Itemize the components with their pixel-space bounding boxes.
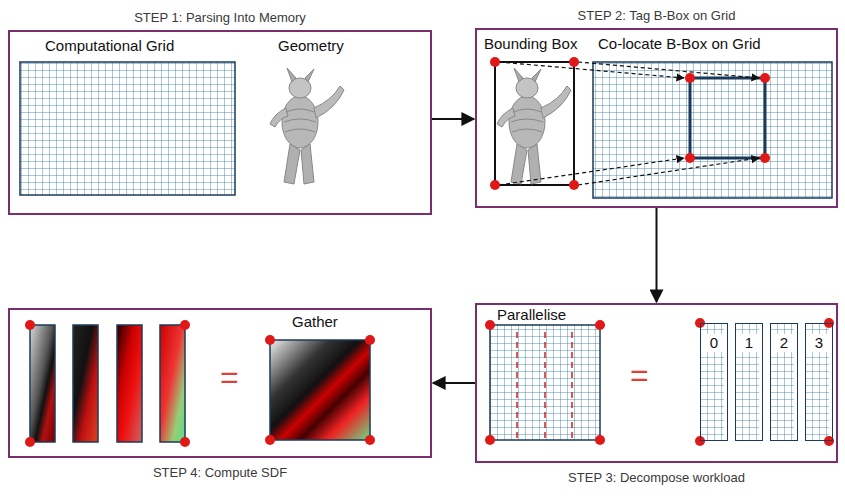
step-heading: STEP 3: Decompose workload (477, 470, 836, 485)
colocate-label: Co-locate B-Box on Grid (598, 36, 761, 53)
partition-strip: 3 (805, 323, 833, 441)
step-panel: STEP 3: Decompose workload0123 (475, 303, 838, 463)
step-heading: STEP 1: Parsing Into Memory (10, 10, 430, 25)
equals-sign: = (630, 358, 649, 393)
flow-arrow (656, 208, 658, 302)
bbox-label: Bounding Box (484, 36, 577, 53)
step-heading: STEP 4: Compute SDF (10, 465, 430, 480)
step-heading: STEP 2: Tag B-Box on Grid (477, 8, 836, 23)
partition-strip: 1 (735, 323, 763, 441)
step-panel: STEP 2: Tag B-Box on Grid (475, 28, 838, 208)
parallelise-label: Parallelise (497, 307, 566, 324)
gather-label: Gather (292, 314, 338, 331)
step-panel: STEP 1: Parsing Into Memory (8, 30, 432, 215)
partition-number: 3 (806, 334, 832, 352)
partition-strip: 0 (700, 323, 728, 441)
partition-strip: 2 (770, 323, 798, 441)
geometry-label: Geometry (278, 38, 344, 55)
partition-number: 1 (736, 334, 762, 352)
flow-arrow (432, 118, 474, 120)
partition-number: 2 (771, 334, 797, 352)
grid-label: Computational Grid (45, 38, 174, 55)
equals-sign: = (220, 360, 239, 395)
flow-arrow (433, 382, 475, 384)
partition-number: 0 (701, 334, 727, 352)
